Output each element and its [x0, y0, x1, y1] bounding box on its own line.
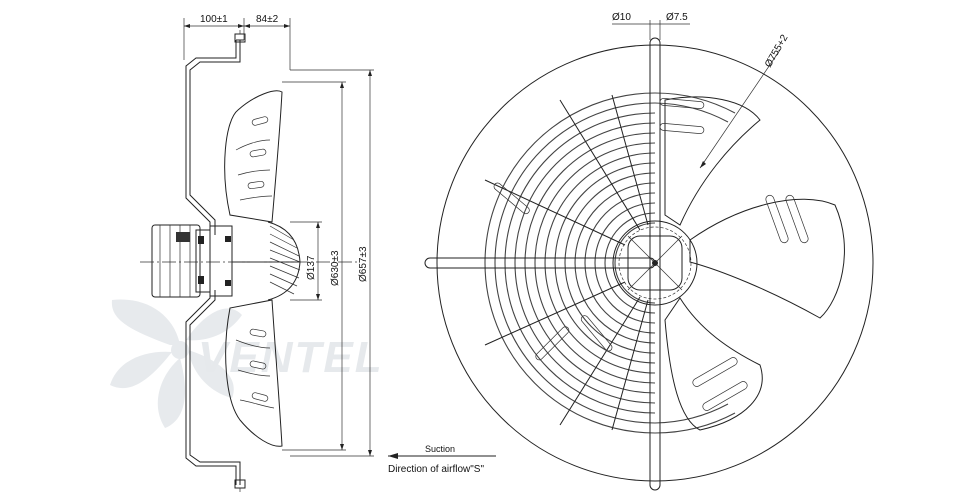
dim-ring-657: Ø657±3 — [358, 246, 369, 282]
dim-hub-137: Ø137 — [306, 255, 317, 280]
watermark-brand-text: VENTEL — [198, 333, 384, 382]
side-view: 100±1 84±2 — [140, 14, 374, 492]
outer-ring — [436, 44, 874, 482]
dim-guard-755: Ø755+2 — [763, 33, 791, 70]
watermark-logo: VENTEL — [110, 299, 384, 428]
watermark-fan-icon — [110, 299, 242, 428]
airflow-direction-label: Direction of airflow"S" — [388, 464, 484, 475]
blades-side — [224, 90, 283, 447]
dim-depth-84: 84±2 — [256, 14, 279, 25]
airflow-annotation: Suction Direction of airflow"S" — [388, 444, 496, 475]
suction-label: Suction — [425, 444, 455, 454]
hub-front — [612, 220, 698, 306]
front-view: Ø10 Ø7.5 Ø755+2 — [424, 12, 874, 491]
guard-spokes — [424, 37, 661, 491]
dim-impeller-630: Ø630±3 — [330, 250, 341, 286]
hub-side — [232, 221, 301, 301]
guard-grill — [484, 92, 736, 434]
motor-side — [151, 224, 233, 298]
dim-hole-7-5: Ø7.5 — [666, 12, 688, 23]
dim-depth-100: 100±1 — [200, 14, 228, 25]
blades-front — [493, 96, 845, 431]
dim-hole-10: Ø10 — [612, 12, 631, 23]
